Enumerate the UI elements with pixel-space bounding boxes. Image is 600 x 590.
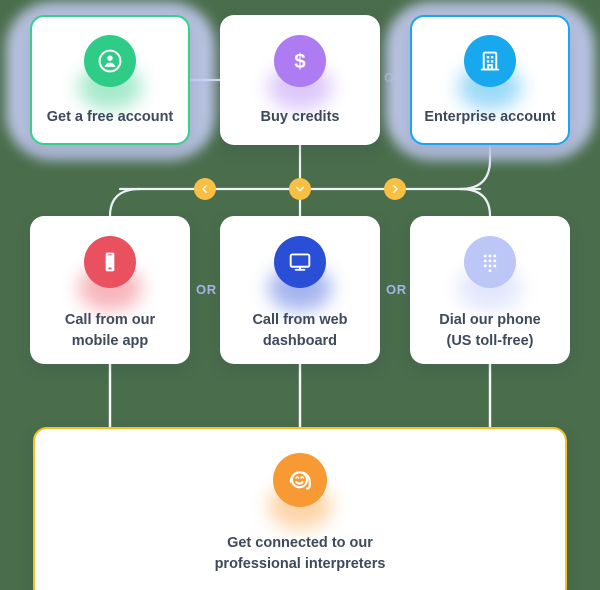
card-label: Get connected to our professional interp… — [214, 535, 386, 572]
card-mobile-app[interactable]: Call from our mobile app — [30, 216, 190, 364]
dialpad-icon — [464, 236, 516, 288]
card-enterprise-account[interactable]: Enterprise account — [410, 15, 570, 145]
dollar-icon: $ — [274, 35, 326, 87]
card-web-dashboard[interactable]: Call from web dashboard — [220, 216, 380, 364]
mobile-phone-icon — [84, 236, 136, 288]
svg-text:$: $ — [294, 50, 306, 73]
card-label: Enterprise account — [424, 109, 556, 125]
chevron-right-icon[interactable] — [384, 178, 406, 200]
card-label: Buy credits — [260, 109, 340, 125]
card-label: Call from web dashboard — [252, 312, 348, 349]
user-account-icon — [84, 35, 136, 87]
or-label-mid-left: OR — [196, 282, 217, 297]
card-dial-phone[interactable]: Dial our phone (US toll-free) — [410, 216, 570, 364]
or-label-top-right: OR — [384, 70, 405, 85]
card-buy-credits[interactable]: $ Buy credits — [220, 15, 380, 145]
card-label: Dial our phone (US toll-free) — [439, 312, 541, 349]
desktop-monitor-icon — [274, 236, 326, 288]
chevron-down-icon[interactable] — [289, 178, 311, 200]
card-label: Call from our mobile app — [64, 312, 156, 349]
building-icon — [464, 35, 516, 87]
chevron-left-icon[interactable] — [194, 178, 216, 200]
card-label: Get a free account — [46, 109, 174, 125]
headset-smiley-icon — [273, 453, 327, 507]
card-get-connected[interactable]: Get connected to our professional interp… — [33, 427, 567, 590]
card-get-free-account[interactable]: Get a free account — [30, 15, 190, 145]
or-label-mid-right: OR — [386, 282, 407, 297]
